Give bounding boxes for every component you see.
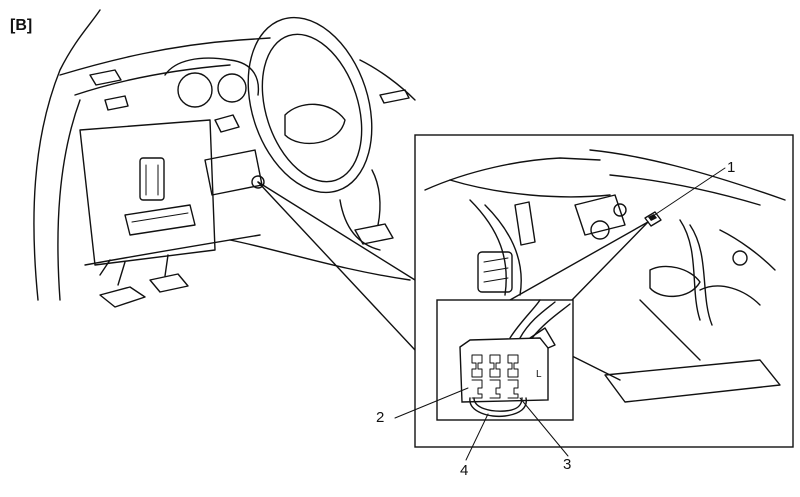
detail-inset (414, 134, 794, 448)
callout-3: 3 (563, 456, 572, 473)
connector-terminals (471, 354, 519, 399)
dashboard-overview (33, 9, 416, 308)
callout-2: 2 (376, 409, 385, 426)
connector-inset: L (436, 221, 649, 421)
callout-4: 4 (460, 462, 469, 479)
detail-leader-lines (257, 181, 416, 351)
callout-1: 1 (727, 159, 736, 176)
svg-text:L: L (536, 369, 542, 380)
callout-leaders (394, 167, 726, 461)
section-tag: [B] (10, 17, 33, 34)
